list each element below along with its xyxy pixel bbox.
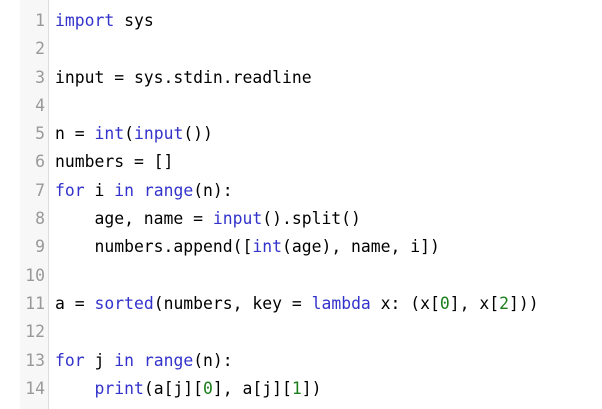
- text-token: n =: [55, 124, 95, 144]
- code-text[interactable]: numbers.append([int(age), name, i]): [48, 233, 440, 261]
- text-token: (age), name, i]): [281, 237, 440, 257]
- code-text[interactable]: for i in range(n):: [48, 177, 233, 205]
- code-line[interactable]: 14 print(a[j][0], a[j][1]): [20, 375, 602, 403]
- text-token: i: [84, 180, 115, 200]
- text-token: x: (x[: [370, 293, 440, 313]
- code-text[interactable]: a = sorted(numbers, key = lambda x: (x[0…: [48, 290, 539, 318]
- keyword-token: int: [94, 124, 125, 144]
- line-number: 1: [35, 11, 45, 30]
- number-token: 0: [439, 293, 450, 313]
- keyword-token: print: [94, 378, 144, 398]
- text-token: ]): [301, 378, 322, 398]
- text-token: ], x[: [449, 293, 500, 313]
- keyword-token: for: [55, 350, 85, 370]
- text-token: [134, 181, 144, 200]
- code-text[interactable]: print(a[j][0], a[j][1]): [48, 375, 322, 403]
- text-token: a =: [55, 293, 95, 313]
- text-token: input = sys.stdin.readline: [55, 67, 312, 87]
- code-line[interactable]: 4: [20, 92, 602, 120]
- keyword-token: range: [143, 180, 194, 200]
- keyword-token: for: [55, 180, 85, 200]
- code-text[interactable]: n = int(input()): [48, 120, 213, 148]
- keyword-token: int: [252, 237, 282, 257]
- line-number: 3: [35, 67, 45, 87]
- keyword-token: in: [114, 180, 134, 200]
- number-token: 2: [499, 293, 509, 313]
- text-token: numbers.append([: [55, 237, 253, 257]
- code-line[interactable]: 2: [20, 35, 602, 63]
- text-token: sys: [114, 11, 154, 30]
- code-text[interactable]: numbers = []: [48, 148, 173, 176]
- code-line[interactable]: 8 age, name = input().split(): [20, 205, 602, 233]
- line-number: 11: [25, 293, 45, 313]
- text-token: (n):: [193, 180, 233, 200]
- code-text[interactable]: input = sys.stdin.readline: [48, 64, 312, 92]
- code-line[interactable]: 6 numbers = []: [20, 148, 602, 176]
- line-number: 14: [25, 378, 45, 398]
- line-number: 8: [35, 209, 45, 229]
- code-line[interactable]: 12: [20, 318, 602, 346]
- code-text[interactable]: age, name = input().split(): [48, 205, 361, 233]
- line-number: 7: [35, 180, 45, 200]
- line-number: 12: [25, 322, 45, 342]
- text-token: ()): [183, 124, 213, 144]
- line-number: 2: [35, 39, 45, 59]
- keyword-token: in: [114, 350, 134, 370]
- text-token: j: [84, 350, 115, 370]
- keyword-token: range: [143, 350, 194, 370]
- line-number: 10: [25, 265, 45, 285]
- text-token: age, name =: [55, 209, 213, 229]
- keyword-token: input: [133, 124, 184, 144]
- line-number: 9: [35, 237, 45, 257]
- text-token: ])): [508, 293, 539, 313]
- line-number: 6: [35, 152, 45, 172]
- text-token: (: [124, 124, 134, 144]
- keyword-token: input: [212, 209, 263, 229]
- text-token: (a[j][: [143, 378, 204, 398]
- line-number: 5: [35, 124, 45, 144]
- text-token: [134, 351, 144, 370]
- code-line[interactable]: 3 input = sys.stdin.readline: [20, 64, 602, 92]
- line-number: 4: [35, 95, 45, 115]
- code-text[interactable]: for j in range(n):: [48, 347, 233, 375]
- text-token: (n):: [193, 350, 233, 370]
- line-number-gutter: [20, 0, 49, 409]
- text-token: numbers = []: [55, 152, 174, 172]
- number-token: 1: [291, 378, 302, 398]
- text-token: ], a[j][: [212, 378, 292, 398]
- line-number: 13: [25, 350, 45, 370]
- keyword-token: import: [55, 11, 115, 30]
- keyword-token: sorted: [94, 293, 154, 313]
- number-token: 0: [203, 378, 213, 398]
- text-token: ().split(): [262, 209, 361, 229]
- text-token: (numbers, key =: [153, 293, 312, 313]
- code-line[interactable]: 10: [20, 262, 602, 290]
- text-token: [55, 379, 94, 398]
- code-line[interactable]: 9 numbers.append([int(age), name, i]): [20, 233, 602, 261]
- code-text[interactable]: import sys: [48, 7, 154, 35]
- keyword-token: lambda: [311, 293, 371, 313]
